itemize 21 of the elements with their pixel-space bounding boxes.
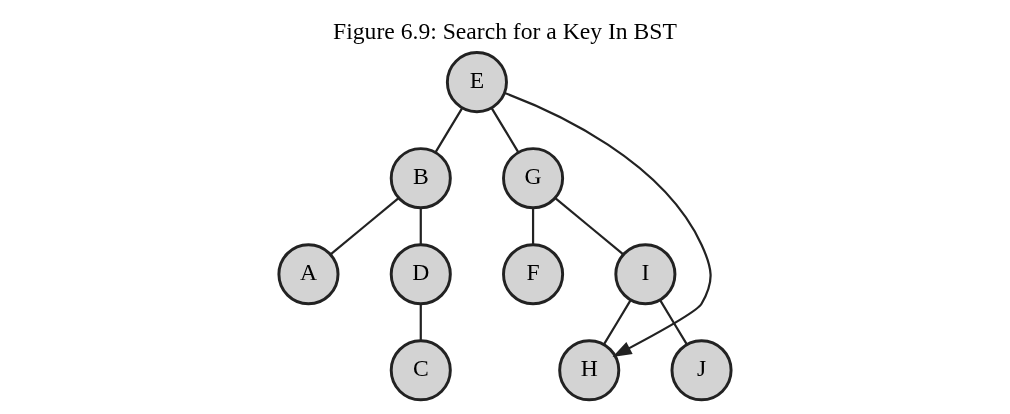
connector [434, 107, 464, 153]
node-circle: G [502, 147, 565, 210]
connector [419, 208, 422, 245]
node-circle: E [445, 51, 508, 114]
connector [419, 304, 422, 341]
connector [603, 299, 632, 345]
arrow [504, 92, 712, 357]
node-circle: I [614, 243, 677, 306]
diagram-title: Figure 6.9: Search for a Key In BST [333, 17, 677, 44]
node-circle: H [558, 339, 621, 402]
connector [329, 197, 400, 256]
connector [659, 299, 688, 345]
node-circle: C [389, 339, 452, 402]
connector [554, 197, 624, 256]
connector [490, 107, 520, 153]
node-circle: D [389, 243, 452, 306]
node-circle: F [502, 243, 565, 306]
node-circle: J [670, 339, 733, 402]
node-circle: B [389, 147, 452, 210]
node-circle: A [277, 243, 340, 306]
connector [531, 208, 535, 245]
